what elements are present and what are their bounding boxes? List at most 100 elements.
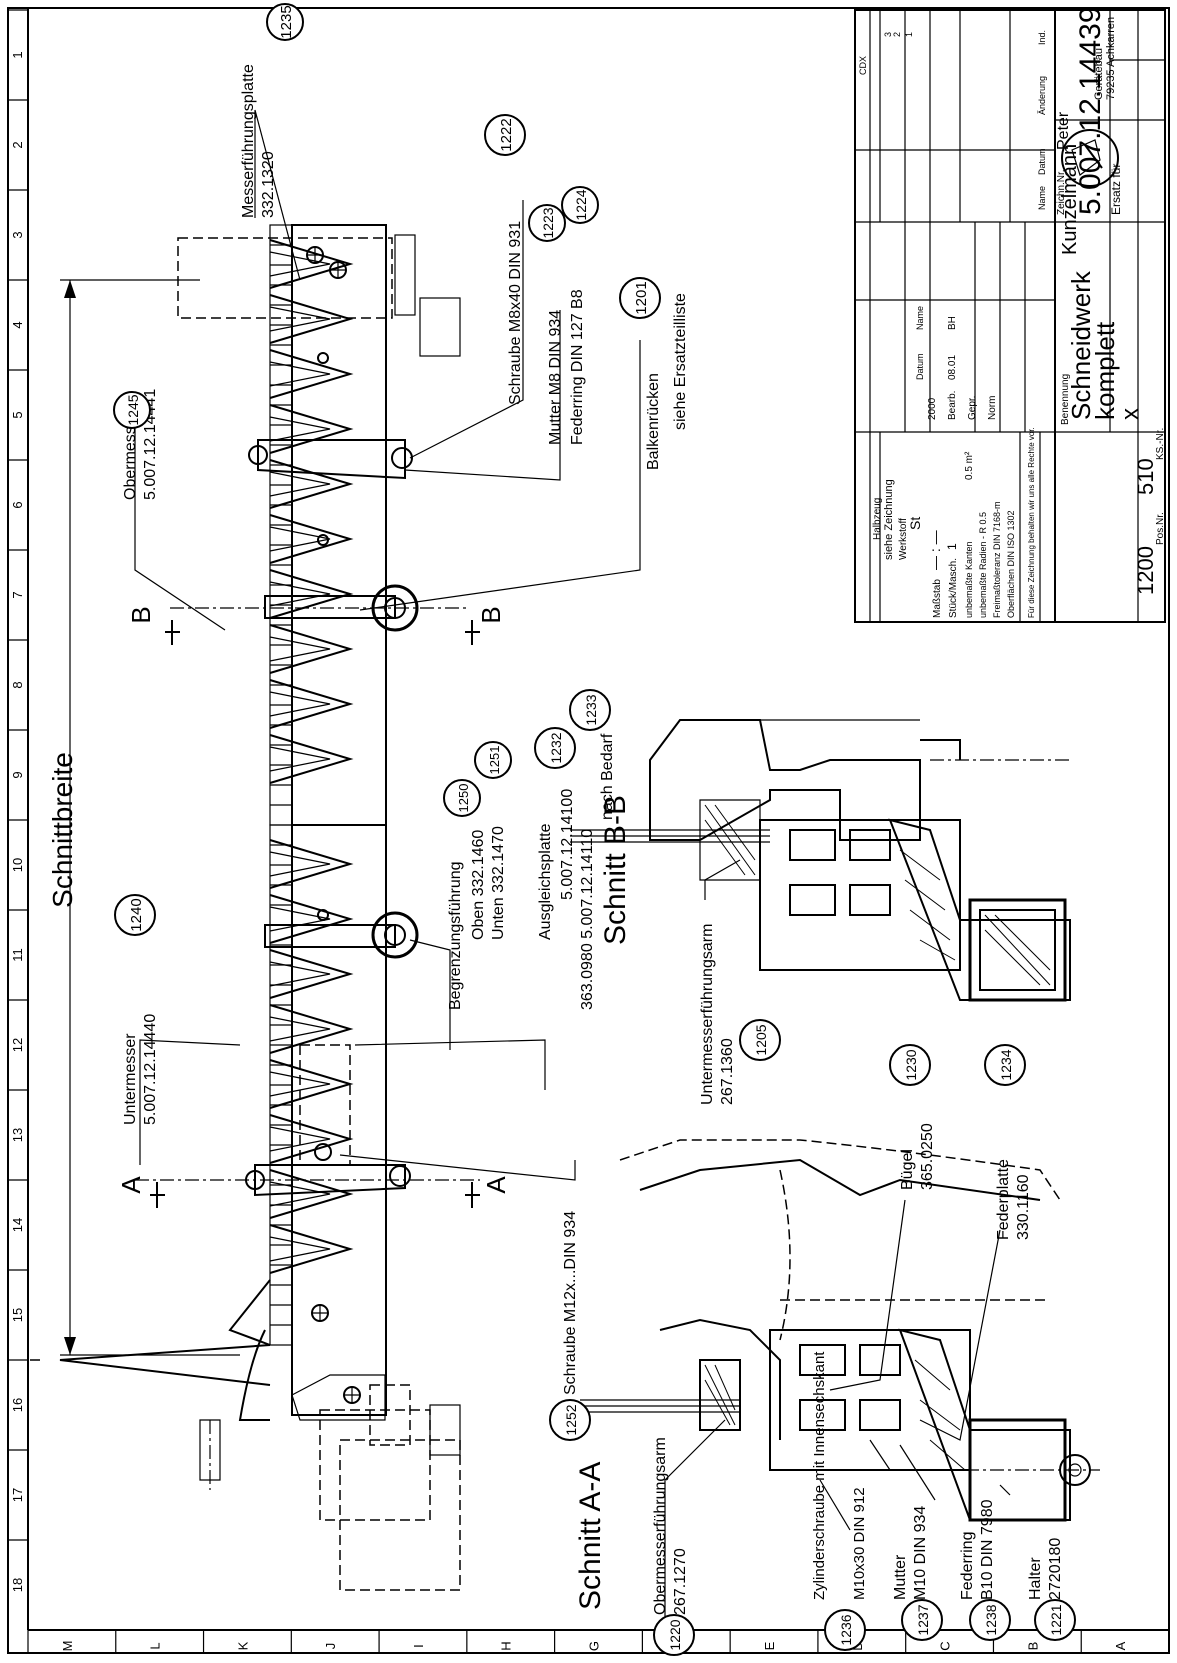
bearb-label: Bearb. xyxy=(947,391,958,420)
callout-1245-bubble: 1245 xyxy=(113,391,151,429)
callout-1245-number: 1245 xyxy=(125,394,141,425)
zone-number: 17 xyxy=(10,1488,25,1502)
callout-1201-note: siehe Ersatzteilliste xyxy=(672,293,689,430)
ks-number: 510 xyxy=(1133,458,1158,495)
callout-1250-number: 1250 xyxy=(456,784,471,813)
section-aa-title: Schnitt A-A xyxy=(574,1462,607,1610)
schutz-note: Für diese Zeichnung behalten wir uns all… xyxy=(1027,427,1036,618)
zone-number: 11 xyxy=(10,948,25,962)
callout-1233-number: 1233 xyxy=(583,694,599,725)
index-row-2: 2 xyxy=(892,32,902,37)
zone-letter: E xyxy=(762,1641,777,1650)
name-value: BH xyxy=(947,316,958,330)
ausgleich-line2: 363.0980 5.007.12.14110 xyxy=(579,829,596,1010)
zone-number: 6 xyxy=(10,501,25,508)
cad-label: CDX xyxy=(858,56,868,75)
zone-letter: G xyxy=(587,1641,602,1651)
werkstoff-label: Werkstoff xyxy=(898,518,909,560)
werkstoff-value: St xyxy=(907,517,923,530)
zeichn-label: Zeichn.Nr. xyxy=(1056,169,1067,215)
zone-letter: M xyxy=(60,1641,75,1652)
company-line3: Gerätebau xyxy=(1093,48,1105,100)
callout-1230-code: 365.0250 xyxy=(919,1123,936,1190)
callout-1220-title: Obermesserführungsarm xyxy=(652,1437,669,1615)
section-bb-title: Schnitt B-B xyxy=(599,795,632,945)
index-label: Ind. xyxy=(1037,30,1047,45)
zone-number: 4 xyxy=(10,321,25,328)
stueck-label: Stück/Masch. xyxy=(948,558,959,618)
callout-1237-title: Mutter xyxy=(892,1554,909,1600)
marker-b-top: B xyxy=(126,606,156,623)
section-bb-view xyxy=(570,719,1071,1002)
callout-1205-title: Untermesserführungsarm xyxy=(699,924,716,1105)
callout-1222-bubble: 1222 xyxy=(484,114,526,156)
callout-1234-number: 1234 xyxy=(998,1049,1014,1080)
aenderung-label: Änderung xyxy=(1037,76,1047,115)
schnittbreite-label: Schnittbreite xyxy=(47,752,78,908)
datum-label: Datum xyxy=(915,353,925,380)
benennung-label: Benennung xyxy=(1060,374,1071,425)
callout-1220-bubble: 1220 xyxy=(653,1614,695,1656)
stueck-value: 1 xyxy=(945,543,959,550)
cutter-bar-upper xyxy=(165,224,480,826)
halbzeug-label: Halbzeug xyxy=(872,498,883,540)
oberfl-value: 0.5 m² xyxy=(964,451,975,480)
zone-number: 15 xyxy=(10,1308,25,1322)
marker-b-bottom: B xyxy=(476,606,506,623)
pos-label: Pos.Nr. xyxy=(1155,512,1166,545)
zone-letter: J xyxy=(323,1643,338,1650)
callout-1223-bubble: 1223 xyxy=(528,204,566,242)
massstab-label: Maßstab xyxy=(932,579,943,618)
toleranz-2: unbemaßte Radien - R 0.5 xyxy=(978,512,988,618)
part-name-line1: Schneidwerk xyxy=(1066,270,1096,420)
zone-number: 2 xyxy=(10,141,25,148)
callout-1205-bubble: 1205 xyxy=(739,1019,781,1061)
callout-1201-bubble: 1201 xyxy=(619,277,661,319)
pos-number: 1200 xyxy=(1133,546,1158,595)
toleranz-3: Freimaßtoleranz DIN 7168-m xyxy=(992,501,1002,618)
callout-1236-code: M10x30 DIN 912 xyxy=(851,1487,868,1600)
callout-1205-number: 1205 xyxy=(753,1024,769,1055)
callout-1223-title: Mutter M8 DIN 934 xyxy=(547,310,564,445)
callout-1238-code: B10 DIN 7980 xyxy=(979,1499,996,1600)
callout-1237-code: M10 DIN 934 xyxy=(912,1506,929,1600)
callout-1238-title: Federring xyxy=(959,1532,976,1600)
callout-1251-bubble: 1251 xyxy=(474,741,512,779)
callout-1245-title: Obermesser xyxy=(122,411,139,500)
callout-1230-title: Bügel xyxy=(899,1149,916,1190)
leader-lines xyxy=(134,109,1011,1620)
part-name-line3: x xyxy=(1117,408,1144,420)
callout-1232-bubble: 1232 xyxy=(534,727,576,769)
callout-1201-title: Balkenrücken xyxy=(645,373,662,470)
zone-letter: H xyxy=(499,1641,514,1650)
zone-number: 12 xyxy=(10,1038,25,1052)
zone-number: 1 xyxy=(10,51,25,58)
callout-1238-bubble: 1238 xyxy=(969,1599,1011,1641)
section-aa-view xyxy=(580,1139,1100,1522)
name-label: Name xyxy=(915,306,925,330)
callout-1236-bubble: 1236 xyxy=(824,1609,866,1651)
callout-1240-code: 5.007.12.14440 xyxy=(142,1014,159,1125)
callout-1221-number: 1221 xyxy=(1048,1604,1064,1635)
callout-1205-code: 267.1360 xyxy=(719,1038,736,1105)
zone-number: 3 xyxy=(10,231,25,238)
callout-1235-title: Messerführungsplatte xyxy=(240,64,257,218)
datum-value: 08.01 xyxy=(947,355,958,380)
callout-1237-bubble: 1237 xyxy=(901,1599,943,1641)
company-line4: 79235 Achkarren xyxy=(1105,17,1117,100)
zone-letter: I xyxy=(411,1644,426,1648)
callout-1235-number: 1235 xyxy=(278,5,295,38)
zone-number: 9 xyxy=(10,771,25,778)
callout-1234-title: Federplatte xyxy=(995,1159,1012,1240)
zone-number: 18 xyxy=(10,1578,25,1592)
zone-letter: B xyxy=(1025,1642,1040,1651)
callout-1222-number: 1222 xyxy=(498,118,515,151)
marker-a-top: A xyxy=(116,1176,146,1194)
index-row-1: 1 xyxy=(904,32,914,37)
company-logo xyxy=(1061,129,1119,187)
callout-1232-number: 1232 xyxy=(548,732,564,763)
callout-1235-bubble: 1235 xyxy=(266,3,304,41)
callout-1201-number: 1201 xyxy=(633,281,650,314)
callout-1232-title: Ausgleichsplatte xyxy=(537,823,554,940)
